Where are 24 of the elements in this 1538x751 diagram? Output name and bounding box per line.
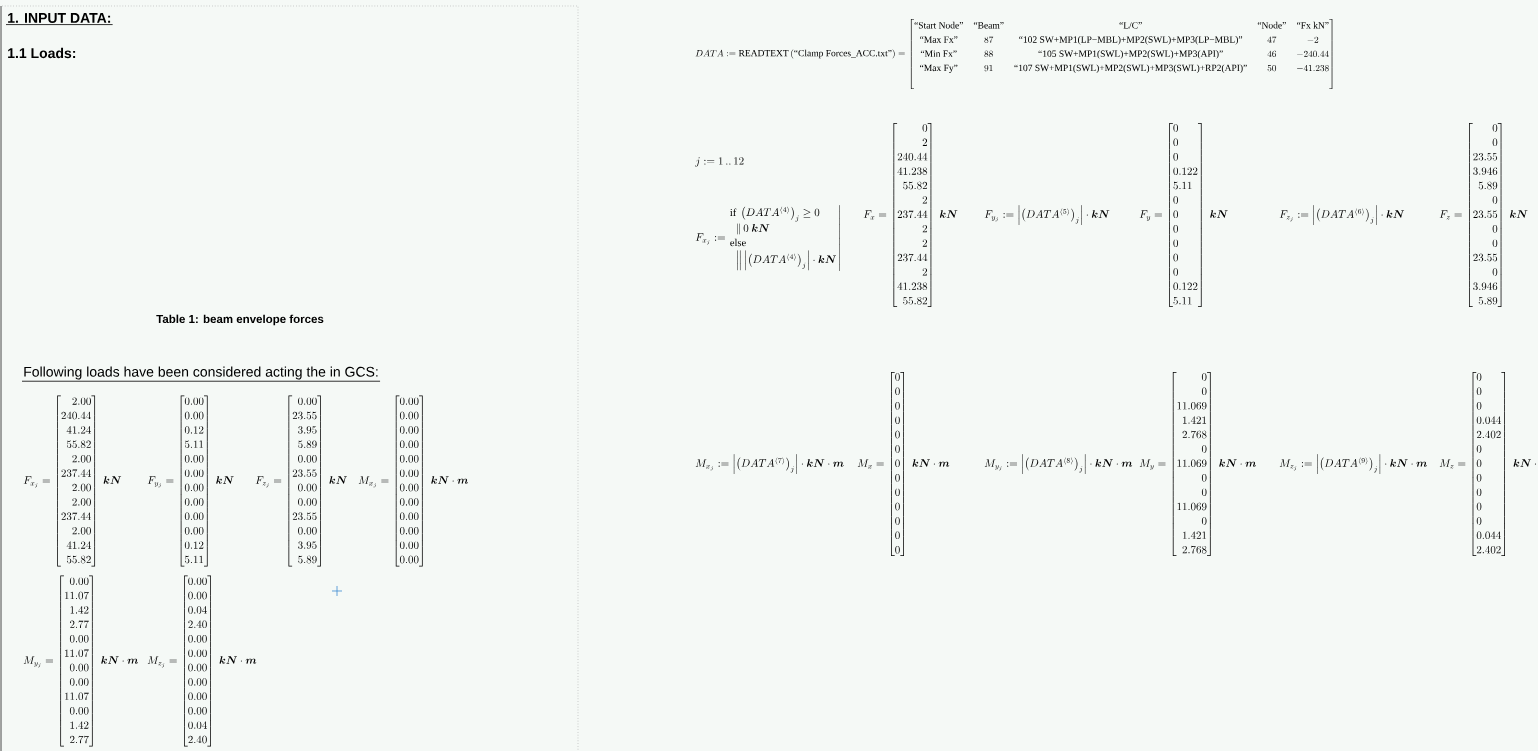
formula: $DATA:=\text{READTEXT}\left(\text{“Clamp Forces\_ACC.txt”}\right)=\begin{bmatrix}\text{“Start Node”}&\text{“Beam”}&\text{“L/C”}&\text{“Node”}&\text{“Fx kN”}\\\text{“Max Fx”}&87&\text{“102 SW+MP1(LP−MBL)+MP2(SWL)+MP3(LP−MBL)”}&47&-2\\\text{“Min Fx”}&88&\text{“105 SW+MP1(SWL)+MP2(SWL)+MP3(API)”}&46&-240.44\\\text{“Max Fy”}&91&\text{“107 SW+MP1(SWL)+MP2(SWL)+MP3(SWL)+RP2(API)”}&50&-41.238\\&&&&\end{bmatrix}$ xyxy=(695,18,1333,90)
subsection-heading: 1.1 Loads: xyxy=(8,47,76,59)
formula: $F_{y_j}:=\left|\left(DATA^{\langle5\rangle}\right)_j\right|\cdot\boldsymbol{kN}$ xyxy=(984,204,1110,226)
formula: $F_{z_j}=\begin{bmatrix*}[r]0.00\\23.55\\3.95\\5.89\\0.00\\23.55\\0.00\\0.00\\23.55\\0.00\\3.95\\5.89\end{bmatrix*}\ \boldsymbol{kN}$ xyxy=(255,395,347,567)
formula: $F_{y_j}=\begin{bmatrix*}[r]0.00\\0.00\\0.12\\5.11\\0.00\\0.00\\0.00\\0.00\\0.00\\0.00\\0.12\\5.11\end{bmatrix*}\ \boldsymbol{kN}$ xyxy=(147,395,234,567)
formula: $M_y=\begin{bmatrix*}[r]0\\0\\11.069\\1.421\\2.768\\0\\11.069\\0\\0\\11.069\\0\\1.421\\2.768\end{bmatrix*}\ \boldsymbol{kN}\cdot\boldsymbol{m}$ xyxy=(1139,372,1256,556)
formula: $j:=1\,..\,12$ xyxy=(695,157,744,167)
formula: $F_z=\begin{bmatrix*}[r]0\\0\\23.55\\3.946\\5.89\\0\\23.55\\0\\0\\23.55\\0\\3.946\\5.89\end{bmatrix*}\ \boldsymbol{kN}$ xyxy=(1439,123,1528,307)
formula: $M_{z_j}:=\left|\left(DATA^{\langle9\rangle}\right)_j\right|\cdot\boldsymbol{kN}\cdot\boldsymbol{m}$ xyxy=(1279,453,1427,475)
formula: $M_{x_j}=\begin{bmatrix*}[r]0.00\\0.00\\0.00\\0.00\\0.00\\0.00\\0.00\\0.00\\0.00\\0.00\\0.00\\0.00\end{bmatrix*}\ \boldsymbol{kN}\cdot\boldsymbol{m}$ xyxy=(358,395,469,567)
formula: $F_{x_j}:=\left.\begin{array}{@{}l@{}}\text{if }\left(DATA^{\langle4\rangle}\right)_j\geq0\\\;\;\left\|\,0\ \boldsymbol{kN}\right.\\\text{else}\\\;\;\left\|\,\left|\left(DATA^{\langle4\rangle}\right)_j\right|\cdot\boldsymbol{kN}\right.\end{array}\right|$ xyxy=(695,204,840,272)
formula: $M_{y_j}:=\left|\left(DATA^{\langle8\rangle}\right)_j\right|\cdot\boldsymbol{kN}\cdot\boldsymbol{m}$ xyxy=(984,453,1133,475)
section-heading: 1. INPUT DATA: xyxy=(5,13,114,25)
formula: $F_{z_j}:=\left|\left(DATA^{\langle6\rangle}\right)_j\right|\cdot\boldsymbol{kN}$ xyxy=(1279,204,1405,226)
formula: $F_{x_j}=\begin{bmatrix*}[r]2.00\\240.44\\41.24\\55.82\\2.00\\237.44\\2.00\\2.00\\237.44\\2.00\\41.24\\55.82\end{bmatrix*}\ \boldsymbol{kN}$ xyxy=(23,395,122,567)
formula: $M_{z_j}=\begin{bmatrix*}[r]0.00\\0.00\\0.04\\2.40\\0.00\\0.00\\0.00\\0.00\\0.00\\0.00\\0.04\\2.40\end{bmatrix*}\ \boldsymbol{kN}\cdot\boldsymbol{m}$ xyxy=(147,575,257,747)
formula: $F_y=\begin{bmatrix*}[l]0\\0\\0\\0.122\\5.11\\0\\0\\0\\0\\0\\0\\0.122\\5.11\end{bmatrix*}\ \boldsymbol{kN}$ xyxy=(1139,123,1228,307)
formula: $M_{x_j}:=\left|\left(DATA^{\langle7\rangle}\right)_j\right|\cdot\boldsymbol{kN}\cdot\boldsymbol{m}$ xyxy=(695,453,844,475)
formula: $M_x=\begin{bmatrix*}[r]0\\0\\0\\0\\0\\0\\0\\0\\0\\0\\0\\0\\0\end{bmatrix*}\ \boldsymbol{kN}\cdot\boldsymbol{m}$ xyxy=(857,372,950,556)
formula: $M_z=\begin{bmatrix*}[l]0\\0\\0\\0.044\\2.402\\0\\0\\0\\0\\0\\0\\0.044\\2.402\end{bmatrix*}\ \boldsymbol{kN}\cdot\boldsymbol{m}$ xyxy=(1439,372,1537,556)
formula: $F_x=\begin{bmatrix*}[r]0\\2\\240.44\\41.238\\55.82\\2\\237.44\\2\\2\\237.44\\2\\41.238\\55.82\end{bmatrix*}\ \boldsymbol{kN}$ xyxy=(863,123,958,307)
formula: $M_{y_j}=\begin{bmatrix*}[r]0.00\\11.07\\1.42\\2.77\\0.00\\11.07\\0.00\\0.00\\11.07\\0.00\\1.42\\2.77\end{bmatrix*}\ \boldsymbol{kN}\cdot\boldsymbol{m}$ xyxy=(23,575,139,747)
table-caption: Table 1: beam envelope forces xyxy=(156,314,324,326)
note-text: Following loads have been considered acting the in GCS: xyxy=(21,366,381,382)
